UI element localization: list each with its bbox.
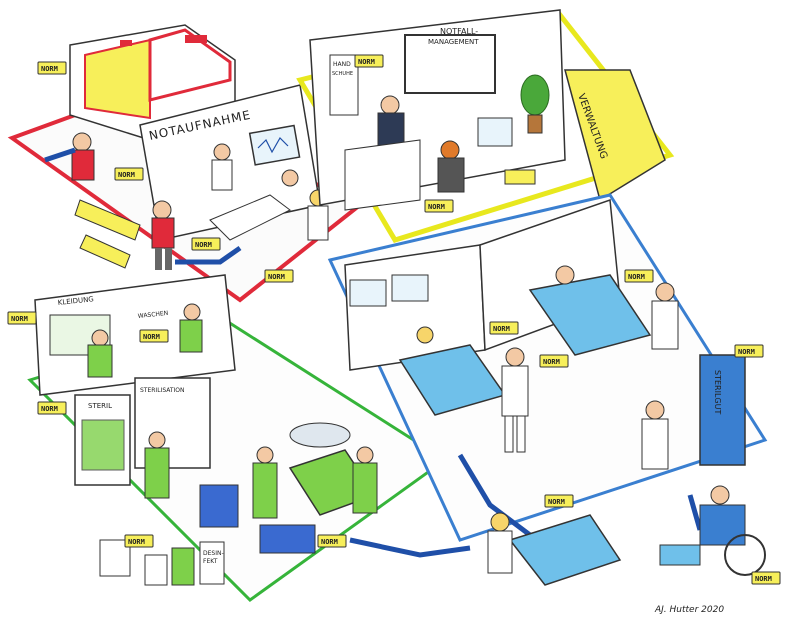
desin-label: DESIN- [203, 550, 224, 557]
svg-text:NORM: NORM [548, 498, 565, 506]
svg-text:NORM: NORM [358, 58, 375, 66]
svg-text:NORM: NORM [41, 65, 58, 73]
svg-text:NORM: NORM [128, 538, 145, 546]
norm-tag: NORM [37, 61, 67, 75]
norm-tag: NORM [539, 354, 569, 368]
sterile-goods-label: STERILGUT [713, 370, 722, 414]
washing-label: WASCHEN [137, 310, 168, 320]
hygiene-area: KLEIDUNG WASCHEN STERIL STERILISATION [27, 274, 448, 602]
nurse-ward [651, 282, 679, 350]
norm-tag: NORM [7, 311, 37, 325]
svg-text:NORM: NORM [428, 203, 445, 211]
vitals-monitor-2 [391, 274, 429, 302]
norm-tag: NORM [354, 54, 384, 68]
gloves-label: SCHUHE [332, 71, 353, 77]
scrub-worker-2 [179, 303, 203, 353]
path-line [457, 453, 532, 537]
management-label: NOTFALL- [440, 27, 478, 36]
computer-monitor [477, 117, 513, 147]
admin-worker [437, 140, 465, 193]
stretcher [74, 199, 141, 269]
instrument-tray [259, 524, 316, 554]
path-line [349, 537, 471, 558]
icu-bed [398, 326, 507, 416]
clothing-wall [34, 274, 236, 396]
svg-text:NORM: NORM [118, 171, 135, 179]
svg-text:NORM: NORM [321, 538, 338, 546]
norm-tag: NORM [114, 167, 144, 181]
norm-tag: NORM [264, 269, 294, 283]
glove-cabinet [329, 54, 359, 116]
svg-text:NORM: NORM [195, 241, 212, 249]
svg-text:NORM: NORM [628, 273, 645, 281]
svg-text:NORM: NORM [755, 575, 772, 583]
doctor-ward [501, 347, 529, 453]
svg-text:NORM: NORM [268, 273, 285, 281]
doctor [211, 143, 233, 191]
patient-chair [209, 169, 299, 241]
sterile-label: STERIL [88, 402, 112, 410]
norm-tag: NORM [37, 401, 67, 415]
norm-tag: NORM [734, 344, 764, 358]
norm-tag: NORM [624, 269, 654, 283]
nurse-gloves [641, 400, 669, 470]
norm-tag: NORM [139, 329, 169, 343]
plant [520, 74, 550, 134]
svg-text:NORM: NORM [493, 325, 510, 333]
norm-tag: NORM [751, 571, 781, 585]
svg-text:NORM: NORM [11, 315, 28, 323]
signature: AJ. Hutter 2020 [654, 605, 724, 615]
desk [344, 139, 421, 211]
sterile-goods-cabinet [699, 354, 746, 466]
norm-tag: NORM [124, 534, 154, 548]
wheelchair-patient [659, 485, 766, 576]
scrub-worker [87, 329, 113, 378]
paramedic-2 [151, 200, 175, 270]
printer [504, 169, 536, 185]
svg-text:NORM: NORM [143, 333, 160, 341]
surgeon-2 [352, 446, 378, 514]
path-line [44, 147, 76, 163]
surgeon [252, 446, 278, 519]
svg-text:NORM: NORM [738, 348, 755, 356]
instrument-box [199, 484, 239, 528]
svg-text:NORM: NORM [543, 358, 560, 366]
monitor [248, 124, 301, 166]
norm-tag: NORM [489, 321, 519, 335]
svg-text:NORM: NORM [41, 405, 58, 413]
desin-label: FEKT [203, 558, 218, 565]
paramedic [71, 132, 95, 181]
norm-tag: NORM [191, 237, 221, 251]
scrub-worker-3 [144, 431, 170, 499]
sterilization-label: STERILISATION [140, 387, 185, 394]
whiteboard [404, 34, 496, 94]
norm-tag: NORM [317, 534, 347, 548]
path-line [175, 245, 242, 265]
patient-transport [487, 512, 622, 586]
vitals-monitor [349, 279, 387, 307]
disinfectant-bottles [144, 541, 225, 586]
ward-bed [528, 265, 652, 356]
norm-tag: NORM [424, 199, 454, 213]
path-line [687, 494, 703, 531]
norm-tag: NORM [544, 494, 574, 508]
admin-door [564, 69, 666, 202]
clothing-label: KLEIDUNG [57, 295, 94, 307]
management-label: MANAGEMENT [428, 38, 479, 46]
management-room: NOTFALL- MANAGEMENT HAND SCHUHE VERWALTU… [296, 9, 675, 243]
gloves-label: HAND [333, 61, 351, 68]
